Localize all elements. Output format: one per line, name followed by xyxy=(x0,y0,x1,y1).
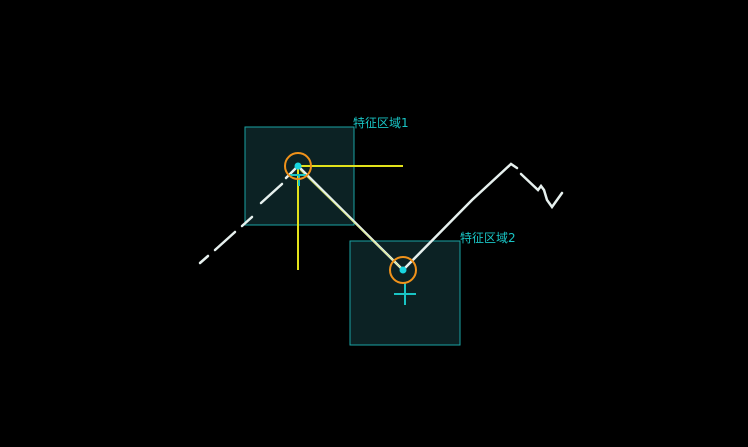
feature-region-2-label: 特征区域2 xyxy=(460,231,516,245)
cross-marker-2 xyxy=(394,283,416,305)
feature-point-1 xyxy=(294,162,302,170)
feature-region-1-label: 特征区域1 xyxy=(353,116,409,130)
feature-point-2 xyxy=(399,266,407,274)
cross-marker-1 xyxy=(290,174,306,186)
edge-highlight xyxy=(299,169,404,271)
feature-circle-1[interactable] xyxy=(284,152,312,180)
feature-circle-2[interactable] xyxy=(389,256,417,284)
